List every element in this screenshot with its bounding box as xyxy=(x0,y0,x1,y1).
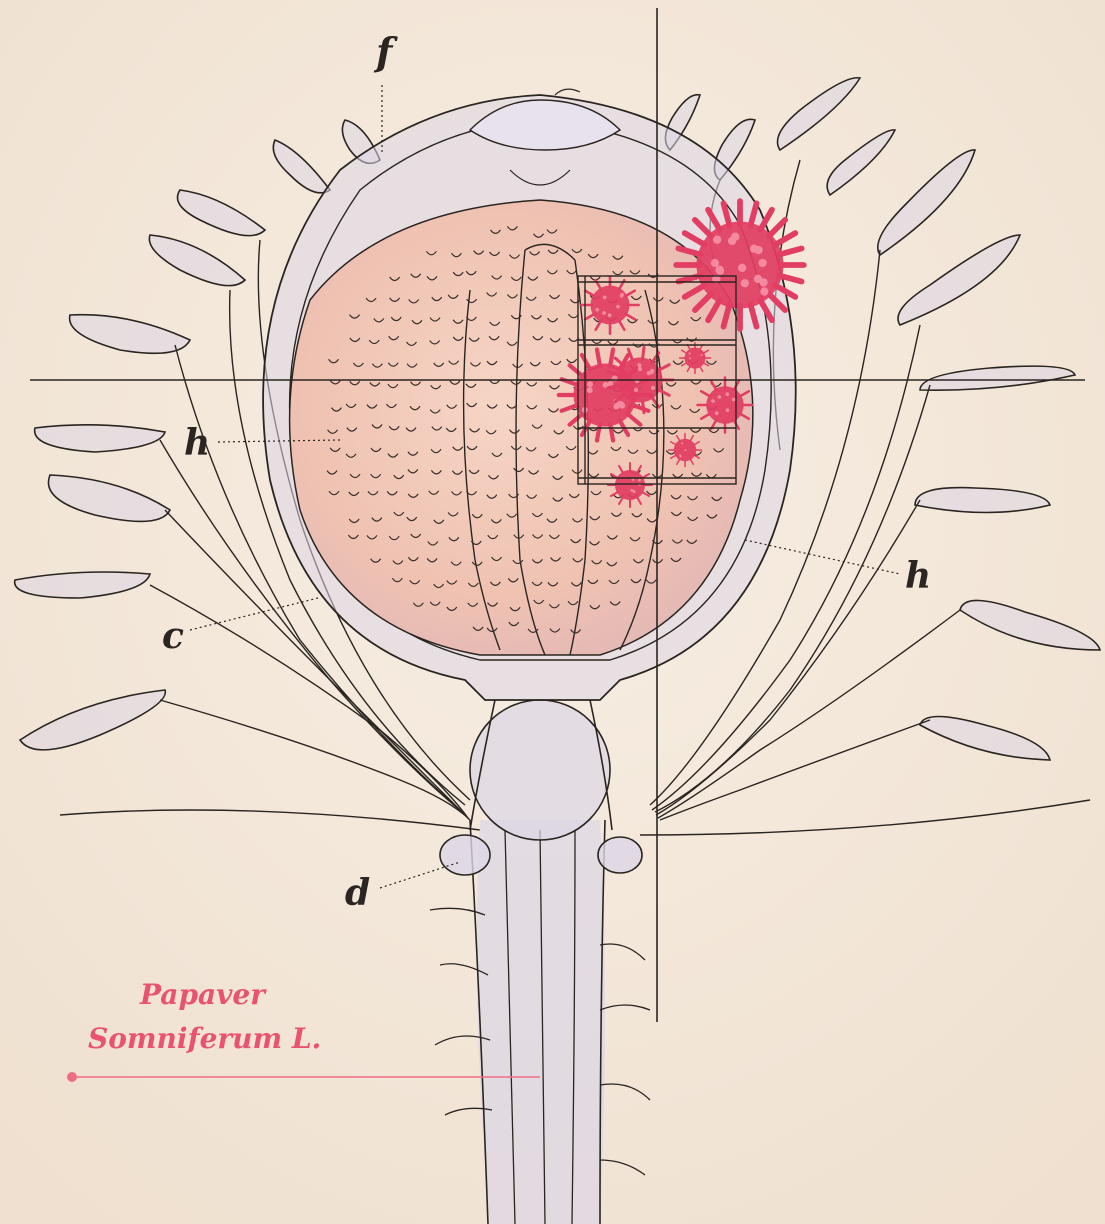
label-h-right: h xyxy=(905,555,931,597)
label-h-left: h xyxy=(184,422,210,464)
label-d: d xyxy=(345,872,370,914)
caption-genus: Papaver xyxy=(139,978,267,1011)
label-c: c xyxy=(162,615,184,657)
caption-species: Somniferum L. xyxy=(88,1022,321,1055)
caption-dot xyxy=(67,1072,77,1082)
virus-particle xyxy=(676,201,804,329)
